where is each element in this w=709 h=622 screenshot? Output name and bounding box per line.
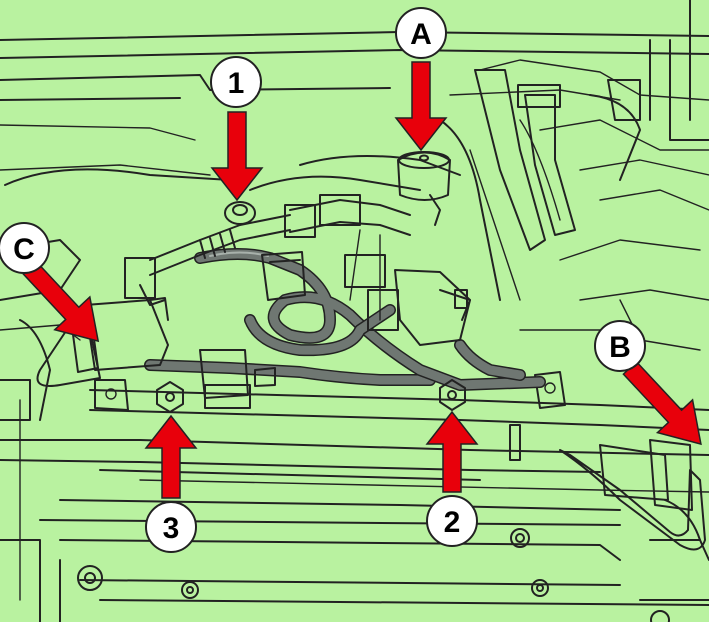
callout-b-label: B	[609, 331, 631, 364]
solenoid-valve-c	[36, 297, 169, 387]
callout-c-label: C	[13, 233, 35, 266]
callout-labels: 1 2 3 A B C	[0, 7, 646, 553]
callout-a-label: A	[410, 18, 432, 51]
arrow-b	[622, 360, 702, 446]
callout-b: B	[594, 320, 646, 372]
arrow-1	[210, 111, 264, 202]
callout-c: C	[0, 222, 50, 274]
callout-3: 3	[145, 501, 197, 553]
callout-3-label: 3	[163, 512, 180, 545]
bolt-1	[224, 201, 256, 225]
fitting-a	[397, 151, 451, 226]
arrow-2	[425, 410, 479, 493]
arrow-a	[394, 61, 448, 152]
nut-3	[156, 381, 184, 413]
callout-a: A	[395, 7, 447, 59]
arrow-c	[22, 260, 100, 343]
callout-1: 1	[210, 56, 262, 108]
callout-arrows	[22, 61, 702, 499]
callout-2-label: 2	[444, 506, 461, 539]
arrow-3	[144, 414, 198, 499]
solenoid-valve-b	[559, 439, 706, 551]
callout-2: 2	[426, 495, 478, 547]
nut-2	[439, 379, 466, 411]
vacuum-hoses	[124, 155, 546, 409]
callout-1-label: 1	[228, 67, 245, 100]
